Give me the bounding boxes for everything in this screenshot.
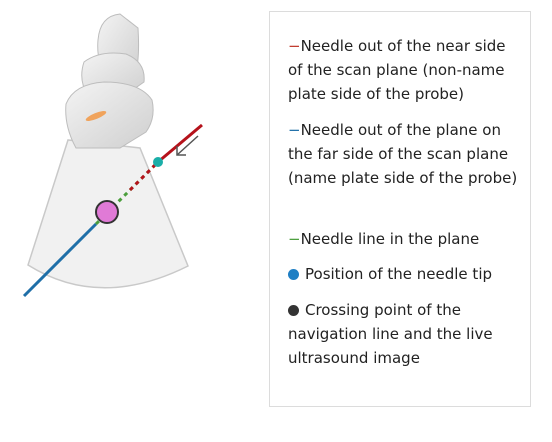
legend-swatch-red-dash: − xyxy=(288,37,301,55)
ultrasound-probe-icon xyxy=(65,13,154,149)
legend-text-far-side: Needle out of the plane on the far side … xyxy=(288,121,518,187)
legend-item-far-side: −Needle out of the plane on the far side… xyxy=(288,118,520,190)
legend-swatch-blue-dot xyxy=(288,269,299,280)
legend-swatch-black-dot xyxy=(288,305,299,316)
arrow-icon xyxy=(176,135,199,156)
near-side-line-dashed xyxy=(128,160,160,192)
legend-swatch-blue-dash: − xyxy=(288,121,301,139)
probe-scan-illustration xyxy=(22,13,203,298)
legend-text-near-side: Needle out of the near side of the scan … xyxy=(288,37,506,103)
legend-item-in-plane: −Needle line in the plane xyxy=(288,227,520,251)
legend-item-crossing-point: Crossing point of the navigation line an… xyxy=(288,298,520,370)
legend-item-needle-tip: Position of the needle tip xyxy=(288,262,520,286)
legend-swatch-green-dash: − xyxy=(288,230,301,248)
legend-text-in-plane: Needle line in the plane xyxy=(300,230,480,248)
in-plane-line-solid xyxy=(22,222,98,298)
probe-slot-icon xyxy=(85,111,107,121)
needle-tip-marker xyxy=(153,157,163,167)
crossing-point-marker xyxy=(95,200,119,224)
near-side-line-solid xyxy=(157,123,203,164)
legend-text-crossing-point: Crossing point of the navigation line an… xyxy=(288,301,493,367)
legend-item-near-side: −Needle out of the near side of the scan… xyxy=(288,34,520,106)
legend-text-needle-tip: Position of the needle tip xyxy=(305,265,493,283)
legend-panel: −Needle out of the near side of the scan… xyxy=(269,11,531,407)
